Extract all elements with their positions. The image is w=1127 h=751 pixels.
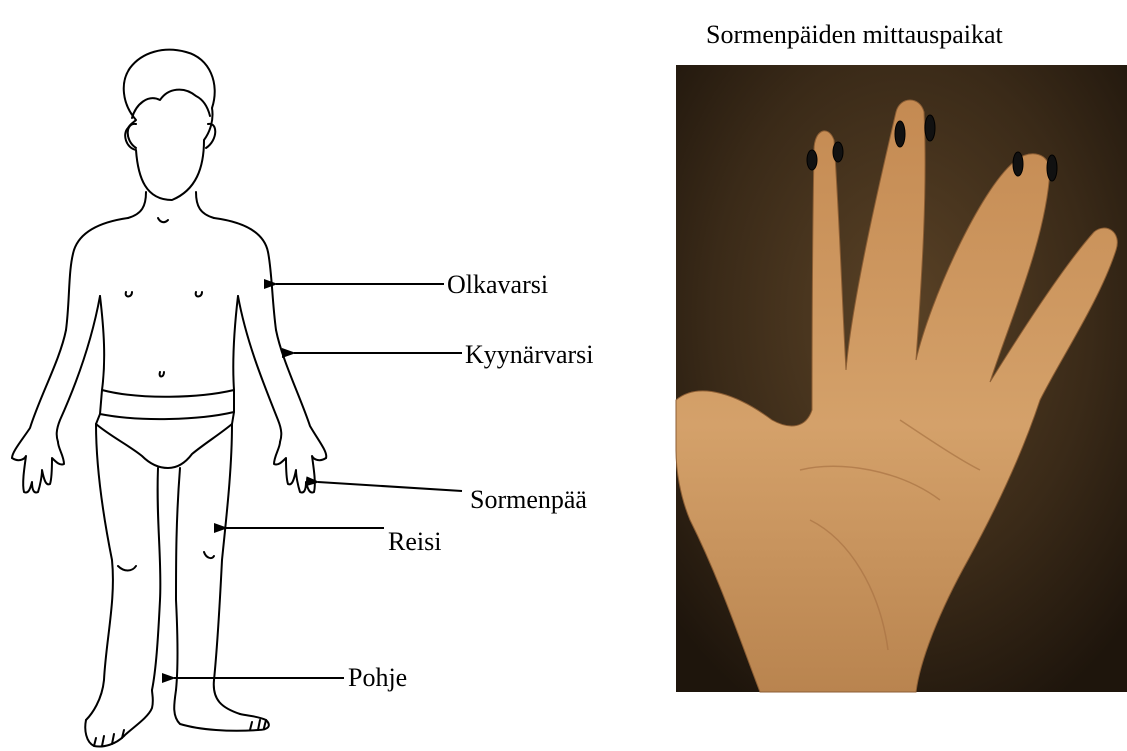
navel — [160, 372, 164, 377]
label-reisi: Reisi — [388, 529, 441, 555]
underwear-right — [232, 412, 234, 424]
leg-left-inner — [152, 468, 160, 690]
hand-photo — [676, 65, 1127, 692]
shoulder-right — [214, 218, 276, 330]
underwear-left — [96, 414, 100, 424]
leg-right-outer — [214, 424, 240, 714]
arrow-sormenpaa — [318, 482, 462, 491]
label-sormenpaa: Sormenpää — [470, 487, 587, 513]
label-olkavarsi: Olkavarsi — [447, 272, 548, 298]
leg-right-inner — [176, 468, 180, 690]
arrows — [174, 284, 462, 678]
marker-finger2-a — [895, 121, 905, 147]
knee-left — [118, 566, 136, 571]
foot-right — [174, 690, 269, 731]
underwear-top — [100, 390, 234, 419]
nipple-left — [126, 292, 132, 297]
underwear-bottom — [96, 424, 232, 468]
torso-right — [233, 296, 238, 390]
collar — [158, 218, 168, 222]
leg-left-outer — [86, 424, 113, 720]
hand-left — [12, 442, 64, 493]
body-figure — [12, 50, 326, 747]
label-kyynarvarsi: Kyynärvarsi — [465, 342, 594, 368]
arm-left-inner — [57, 296, 100, 442]
marker-finger1-a — [807, 150, 817, 170]
knee-right — [204, 552, 214, 558]
neck-left — [128, 192, 146, 218]
marker-finger3-b — [1047, 155, 1057, 181]
photo-title: Sormenpäiden mittauspaikat — [706, 22, 1003, 48]
torso-left — [100, 296, 104, 390]
head-outline — [124, 50, 215, 200]
nipple-right — [196, 292, 202, 297]
hair-line — [132, 90, 210, 118]
toes-left — [94, 730, 124, 746]
marker-finger2-b — [925, 115, 935, 141]
hand-right — [274, 442, 326, 493]
toes-right — [250, 720, 266, 730]
marker-finger3-a — [1013, 152, 1023, 176]
marker-finger1-b — [833, 142, 843, 162]
label-pohje: Pohje — [348, 665, 407, 691]
arm-right-outer — [276, 330, 326, 458]
neck-right — [196, 192, 214, 218]
